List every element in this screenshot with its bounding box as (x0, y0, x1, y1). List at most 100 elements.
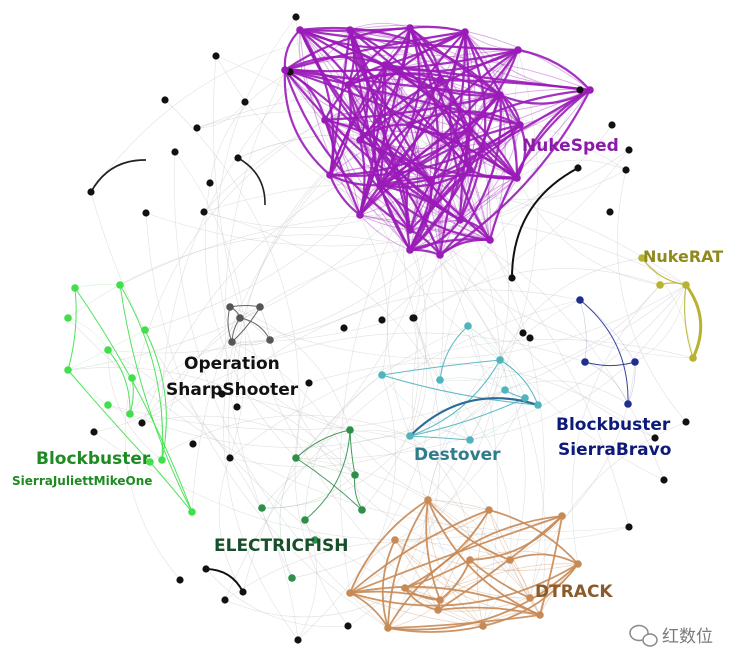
edge-dtrack (509, 553, 579, 565)
edge-dtrack (437, 606, 541, 616)
node-unclustered (234, 154, 242, 162)
node-nukesped (356, 211, 364, 219)
background-edge (412, 268, 661, 319)
node-unclustered (625, 146, 633, 154)
node-unclustered (226, 454, 234, 462)
node-unclustered (189, 440, 197, 448)
edge-nukesped (372, 64, 411, 251)
edge-nukesped (488, 89, 591, 241)
node-nukesped (344, 81, 352, 89)
node-sierrabravo (631, 358, 639, 366)
edge-nukesped (384, 63, 518, 179)
edges-nukerat (641, 257, 694, 359)
edge-dtrack (349, 539, 396, 594)
node-sierrajuliett (188, 508, 196, 516)
edge-sierrabravo (579, 299, 587, 363)
edge-dtrack (469, 559, 531, 599)
edge-nukesped (299, 26, 501, 96)
edge-nukesped (409, 219, 461, 231)
background-edge (308, 362, 656, 439)
edge-nukesped (284, 68, 501, 97)
edge-nukesped (409, 177, 518, 251)
edges-nukesped (283, 22, 591, 257)
node-nukesped (281, 66, 289, 74)
edge-nukesped (409, 179, 431, 231)
background-edge (221, 393, 541, 616)
node-unclustered (221, 596, 229, 604)
node-unclustered (344, 622, 352, 630)
background-edge (295, 457, 541, 616)
edge-nukesped (439, 79, 521, 126)
edge-dtrack (476, 509, 490, 627)
node-nukesped (486, 236, 494, 244)
edge-nukesped (329, 89, 591, 176)
node-nukesped (466, 166, 474, 174)
edge-nukesped (409, 124, 419, 231)
edge-nukesped (359, 179, 431, 216)
edge-sierrabravo (584, 361, 636, 367)
edge-dtrack (437, 609, 484, 627)
edge-sierrajuliett (67, 287, 77, 371)
edge-nukesped (299, 29, 441, 81)
node-dtrack (434, 606, 442, 614)
background-edge (174, 151, 389, 629)
edge-nukesped (283, 69, 331, 176)
wechat-icon (629, 624, 658, 647)
node-destover (378, 371, 386, 379)
background-edge (174, 151, 246, 459)
edge-sierrabravo (579, 299, 636, 363)
background-edge (516, 159, 627, 179)
label-operation-line1: Operation (184, 354, 280, 374)
edge-nukesped (284, 54, 591, 91)
node-operation (228, 338, 236, 346)
edge-sierrabravo (584, 361, 629, 405)
node-sierrajuliett (146, 458, 154, 466)
background-edge (242, 325, 469, 593)
node-sierrajuliett (116, 281, 124, 289)
node-unclustered (305, 379, 313, 387)
node-nukesped (436, 251, 444, 259)
background-edge (221, 289, 581, 395)
edge-sierrajuliett (67, 369, 109, 406)
edge-dtrack (349, 563, 579, 607)
edge-dtrack (439, 559, 471, 601)
background-edge (347, 84, 501, 361)
edge-destover (467, 325, 526, 399)
node-destover (501, 386, 509, 394)
edge-dtrack (394, 539, 439, 611)
label-sierrajuliett-line1: Blockbuster (36, 449, 151, 469)
label-operation-line2: SharpShooter (166, 380, 299, 400)
background-edge (224, 299, 581, 601)
edge-nukesped (409, 25, 466, 34)
edge-operation (229, 306, 271, 341)
label-sierrajuliett-line2: SierraJuliettMikeOne (12, 474, 152, 488)
edge-nukesped (299, 29, 381, 186)
edge-nukesped (359, 129, 471, 216)
node-unclustered (608, 121, 616, 129)
label-destover: Destover (414, 445, 501, 465)
edge-dtrack (427, 499, 490, 511)
edge-nukesped (328, 174, 361, 216)
node-dtrack (526, 594, 534, 602)
node-dtrack (391, 536, 399, 544)
edge-nukesped (498, 94, 519, 179)
watermark-text: 红数位 (662, 627, 713, 647)
cluster-labels: NukeSped NukeRAT Operation SharpShooter … (12, 136, 723, 602)
background-edge (67, 234, 441, 319)
edge-dtrack (349, 499, 429, 594)
background-edge (145, 212, 389, 629)
background-edge (381, 49, 519, 321)
edge-nukesped (384, 64, 461, 221)
node-nukesped (296, 26, 304, 34)
background-edge (409, 435, 471, 561)
node-unclustered (651, 434, 659, 442)
edge-destover (409, 359, 501, 437)
node-nukesped (346, 26, 354, 34)
node-sierrabravo (576, 296, 584, 304)
edge-sierrajuliett (74, 284, 121, 289)
node-unclustered (171, 148, 179, 156)
background-edge (129, 119, 326, 415)
node-nukesped (356, 136, 364, 144)
edge-sierrajuliett (149, 461, 193, 513)
edge-nukesped (359, 123, 521, 216)
